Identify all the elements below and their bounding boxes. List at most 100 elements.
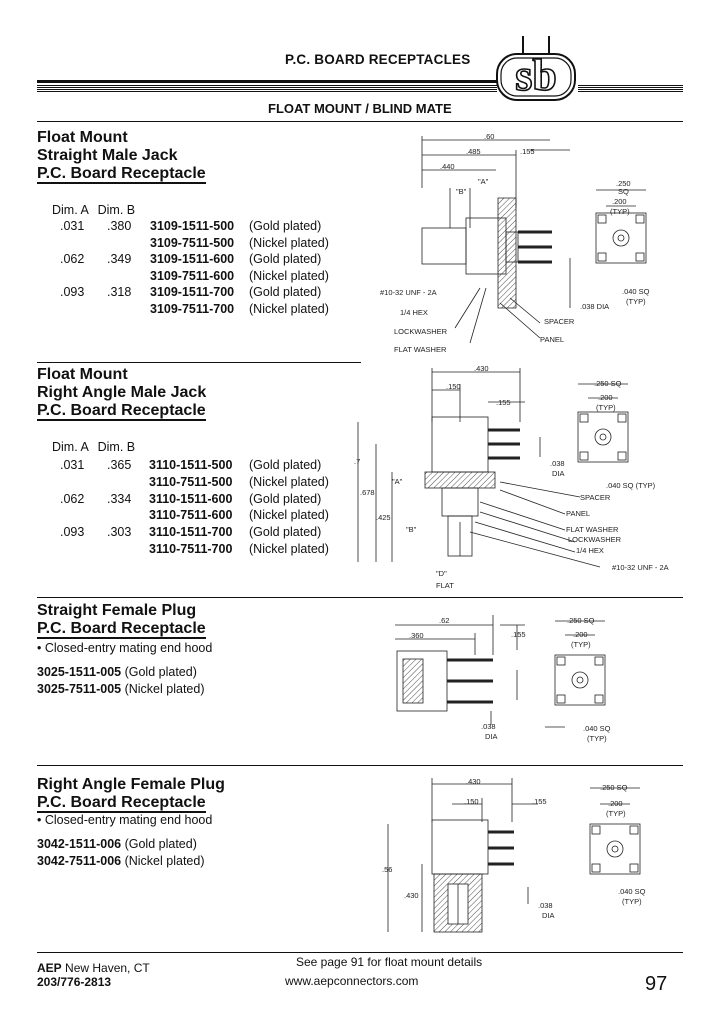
svg-text:PANEL: PANEL <box>540 335 564 344</box>
svg-text:DIA: DIA <box>552 469 565 478</box>
svg-text:.150: .150 <box>446 382 461 391</box>
header-rule-thick <box>37 80 497 83</box>
svg-text:SQ: SQ <box>618 187 629 196</box>
svg-text:.155: .155 <box>496 398 511 407</box>
svg-text:sb: sb <box>515 51 557 100</box>
section-1-title-line-2: Straight Male Jack <box>37 147 178 164</box>
section-4-title: Right Angle Female Plug P.C. Board Recep… <box>37 776 225 813</box>
section-4-bullet: • Closed-entry mating end hood <box>37 813 213 827</box>
svg-text:DIA: DIA <box>542 911 555 920</box>
section-4-title-line-1: Right Angle Female Plug <box>37 776 225 793</box>
svg-text:.250 SQ: .250 SQ <box>600 783 628 792</box>
svg-text:#10-32 UNF - 2A: #10-32 UNF - 2A <box>612 563 669 572</box>
section-1-title-line-3: P.C. Board Receptacle <box>37 165 206 184</box>
svg-text:SPACER: SPACER <box>580 493 611 502</box>
svg-text:.60: .60 <box>484 132 494 141</box>
section-divider <box>37 765 683 766</box>
svg-text:.200: .200 <box>608 799 623 808</box>
dim-a-header: Dim. A <box>52 203 89 217</box>
svg-text:(TYP): (TYP) <box>610 207 630 216</box>
svg-text:DIA: DIA <box>485 732 498 741</box>
svg-text:"B": "B" <box>456 187 467 196</box>
svg-text:.7: .7 <box>354 457 360 466</box>
svg-text:#10-32 UNF - 2A: #10-32 UNF - 2A <box>380 288 437 297</box>
svg-text:LOCKWASHER: LOCKWASHER <box>394 327 448 336</box>
svg-text:.430: .430 <box>474 364 489 373</box>
svg-text:.038 DIA: .038 DIA <box>580 302 609 311</box>
part-row: 3042-1511-006 (Gold plated) <box>37 837 197 851</box>
straight-female-plug-drawing: .62 .360 .155 .250 SQ .200 (TYP) .038 DI… <box>395 615 611 743</box>
svg-text:.425: .425 <box>376 513 391 522</box>
svg-text:.155: .155 <box>532 797 547 806</box>
svg-text:.250: .250 <box>616 179 631 188</box>
section-4-title-line-2: P.C. Board Receptacle <box>37 794 206 813</box>
svg-text:(TYP): (TYP) <box>606 809 626 818</box>
section-4-part-list: 3042-1511-006 (Gold plated) 3042-7511-00… <box>37 836 204 869</box>
footer-note: See page 91 for float mount details <box>296 955 483 969</box>
svg-text:"B": "B" <box>406 525 417 534</box>
svg-text:.440: .440 <box>440 162 455 171</box>
section-2-title-line-1: Float Mount <box>37 366 128 383</box>
svg-text:"D": "D" <box>436 569 447 578</box>
page-header-title: P.C. BOARD RECEPTACLES <box>285 52 471 67</box>
header-rule-right <box>578 85 683 92</box>
svg-text:.155: .155 <box>511 630 526 639</box>
float-mount-right-angle-jack-drawing: .430 .150 .155 .250 SQ .200 (TYP) .7 .67… <box>354 364 669 590</box>
float-mount-straight-jack-drawing: .60 .485 .155 .440 "A" "B" .250 SQ .200 … <box>380 132 650 354</box>
section-2-dim-headers: Dim. A Dim. B <box>52 440 135 454</box>
svg-text:.200: .200 <box>573 630 588 639</box>
section-3-part-list: 3025-1511-005 (Gold plated) 3025-7511-00… <box>37 664 204 697</box>
svg-text:.040 SQ: .040 SQ <box>622 287 650 296</box>
svg-text:.56: .56 <box>382 865 392 874</box>
svg-text:.200: .200 <box>612 197 627 206</box>
svg-text:FLAT WASHER: FLAT WASHER <box>394 345 447 354</box>
section-3-bullet: • Closed-entry mating end hood <box>37 641 213 655</box>
section-3-title-line-2: P.C. Board Receptacle <box>37 620 206 639</box>
section-2-title-line-3: P.C. Board Receptacle <box>37 402 206 421</box>
svg-text:FLAT: FLAT <box>436 581 454 590</box>
svg-text:.200: .200 <box>598 393 613 402</box>
footer-phone: 203/776-2813 <box>37 975 112 989</box>
section-1-title-line-1: Float Mount <box>37 129 128 146</box>
svg-text:(TYP): (TYP) <box>587 734 607 743</box>
section-2-title-line-2: Right Angle Male Jack <box>37 384 207 401</box>
section-3-title-line-1: Straight Female Plug <box>37 602 197 619</box>
svg-text:.485: .485 <box>466 147 481 156</box>
footer-company: AEP New Haven, CT <box>37 961 150 975</box>
svg-text:.250 SQ: .250 SQ <box>594 379 622 388</box>
right-angle-female-plug-drawing: .430 .150 .155 .250 SQ .200 (TYP) .56 .4… <box>382 777 646 933</box>
svg-text:.038: .038 <box>550 459 565 468</box>
svg-text:PANEL: PANEL <box>566 509 590 518</box>
svg-text:1/4 HEX: 1/4 HEX <box>576 546 604 555</box>
svg-text:(TYP): (TYP) <box>596 403 616 412</box>
svg-text:.040 SQ (TYP): .040 SQ (TYP) <box>606 481 656 490</box>
svg-text:SPACER: SPACER <box>544 317 575 326</box>
dim-b-header: Dim. B <box>97 203 136 217</box>
header-rule-band <box>37 85 497 92</box>
svg-text:FLAT WASHER: FLAT WASHER <box>566 525 619 534</box>
footer-company-name: AEP <box>37 961 62 975</box>
page-header-subtitle: FLOAT MOUNT / BLIND MATE <box>268 101 452 116</box>
part-row: 3025-7511-005 (Nickel plated) <box>37 681 205 696</box>
svg-text:.360: .360 <box>409 631 424 640</box>
footer-url[interactable]: www.aepconnectors.com <box>285 974 419 988</box>
section-1-dim-headers: Dim. A Dim. B <box>52 203 135 217</box>
svg-text:.250 SQ: .250 SQ <box>567 616 595 625</box>
svg-text:.430: .430 <box>404 891 419 900</box>
company-logo: sb <box>496 36 576 101</box>
svg-text:"A": "A" <box>478 177 489 186</box>
svg-text:.040 SQ: .040 SQ <box>618 887 646 896</box>
svg-text:.040 SQ: .040 SQ <box>583 724 611 733</box>
section-divider <box>37 597 683 598</box>
part-row: 3042-7511-006 (Nickel plated) <box>37 853 205 868</box>
section-divider <box>37 362 361 363</box>
section-2-title: Float Mount Right Angle Male Jack P.C. B… <box>37 366 207 421</box>
svg-text:.155: .155 <box>520 147 535 156</box>
page-number: 97 <box>645 973 668 995</box>
dim-b-header: Dim. B <box>97 440 136 454</box>
dim-a-header: Dim. A <box>52 440 89 454</box>
part-row: 3025-1511-005 (Gold plated) <box>37 665 197 679</box>
footer-divider <box>37 952 683 953</box>
svg-text:.62: .62 <box>439 616 449 625</box>
svg-text:LOCKWASHER: LOCKWASHER <box>568 535 622 544</box>
